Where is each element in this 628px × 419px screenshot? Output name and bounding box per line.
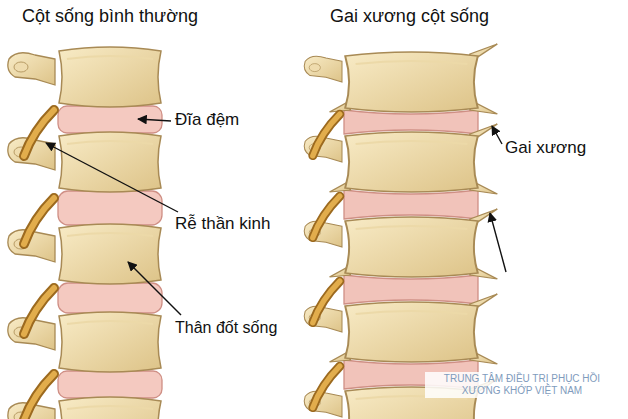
spur-spine [304, 44, 497, 419]
part-label: Gai xương [505, 138, 586, 158]
panel-heading: Cột sống bình thường [22, 6, 198, 28]
leader-line [492, 126, 502, 144]
leader-arrows [46, 119, 506, 315]
watermark: TRUNG TÂM ĐIỀU TRỊ PHỤC HỒI XƯƠNG KHỚP V… [425, 372, 619, 398]
leader-line [138, 119, 171, 121]
part-label: Đĩa đệm [175, 110, 239, 130]
normal-spine [8, 47, 162, 419]
panel-heading: Gai xương cột sống [330, 6, 489, 28]
leader-line [46, 143, 178, 212]
leader-line [490, 213, 506, 272]
leader-line [128, 262, 181, 315]
part-label: Thân đốt sống [175, 318, 277, 337]
part-label: Rễ thần kinh [175, 214, 270, 234]
